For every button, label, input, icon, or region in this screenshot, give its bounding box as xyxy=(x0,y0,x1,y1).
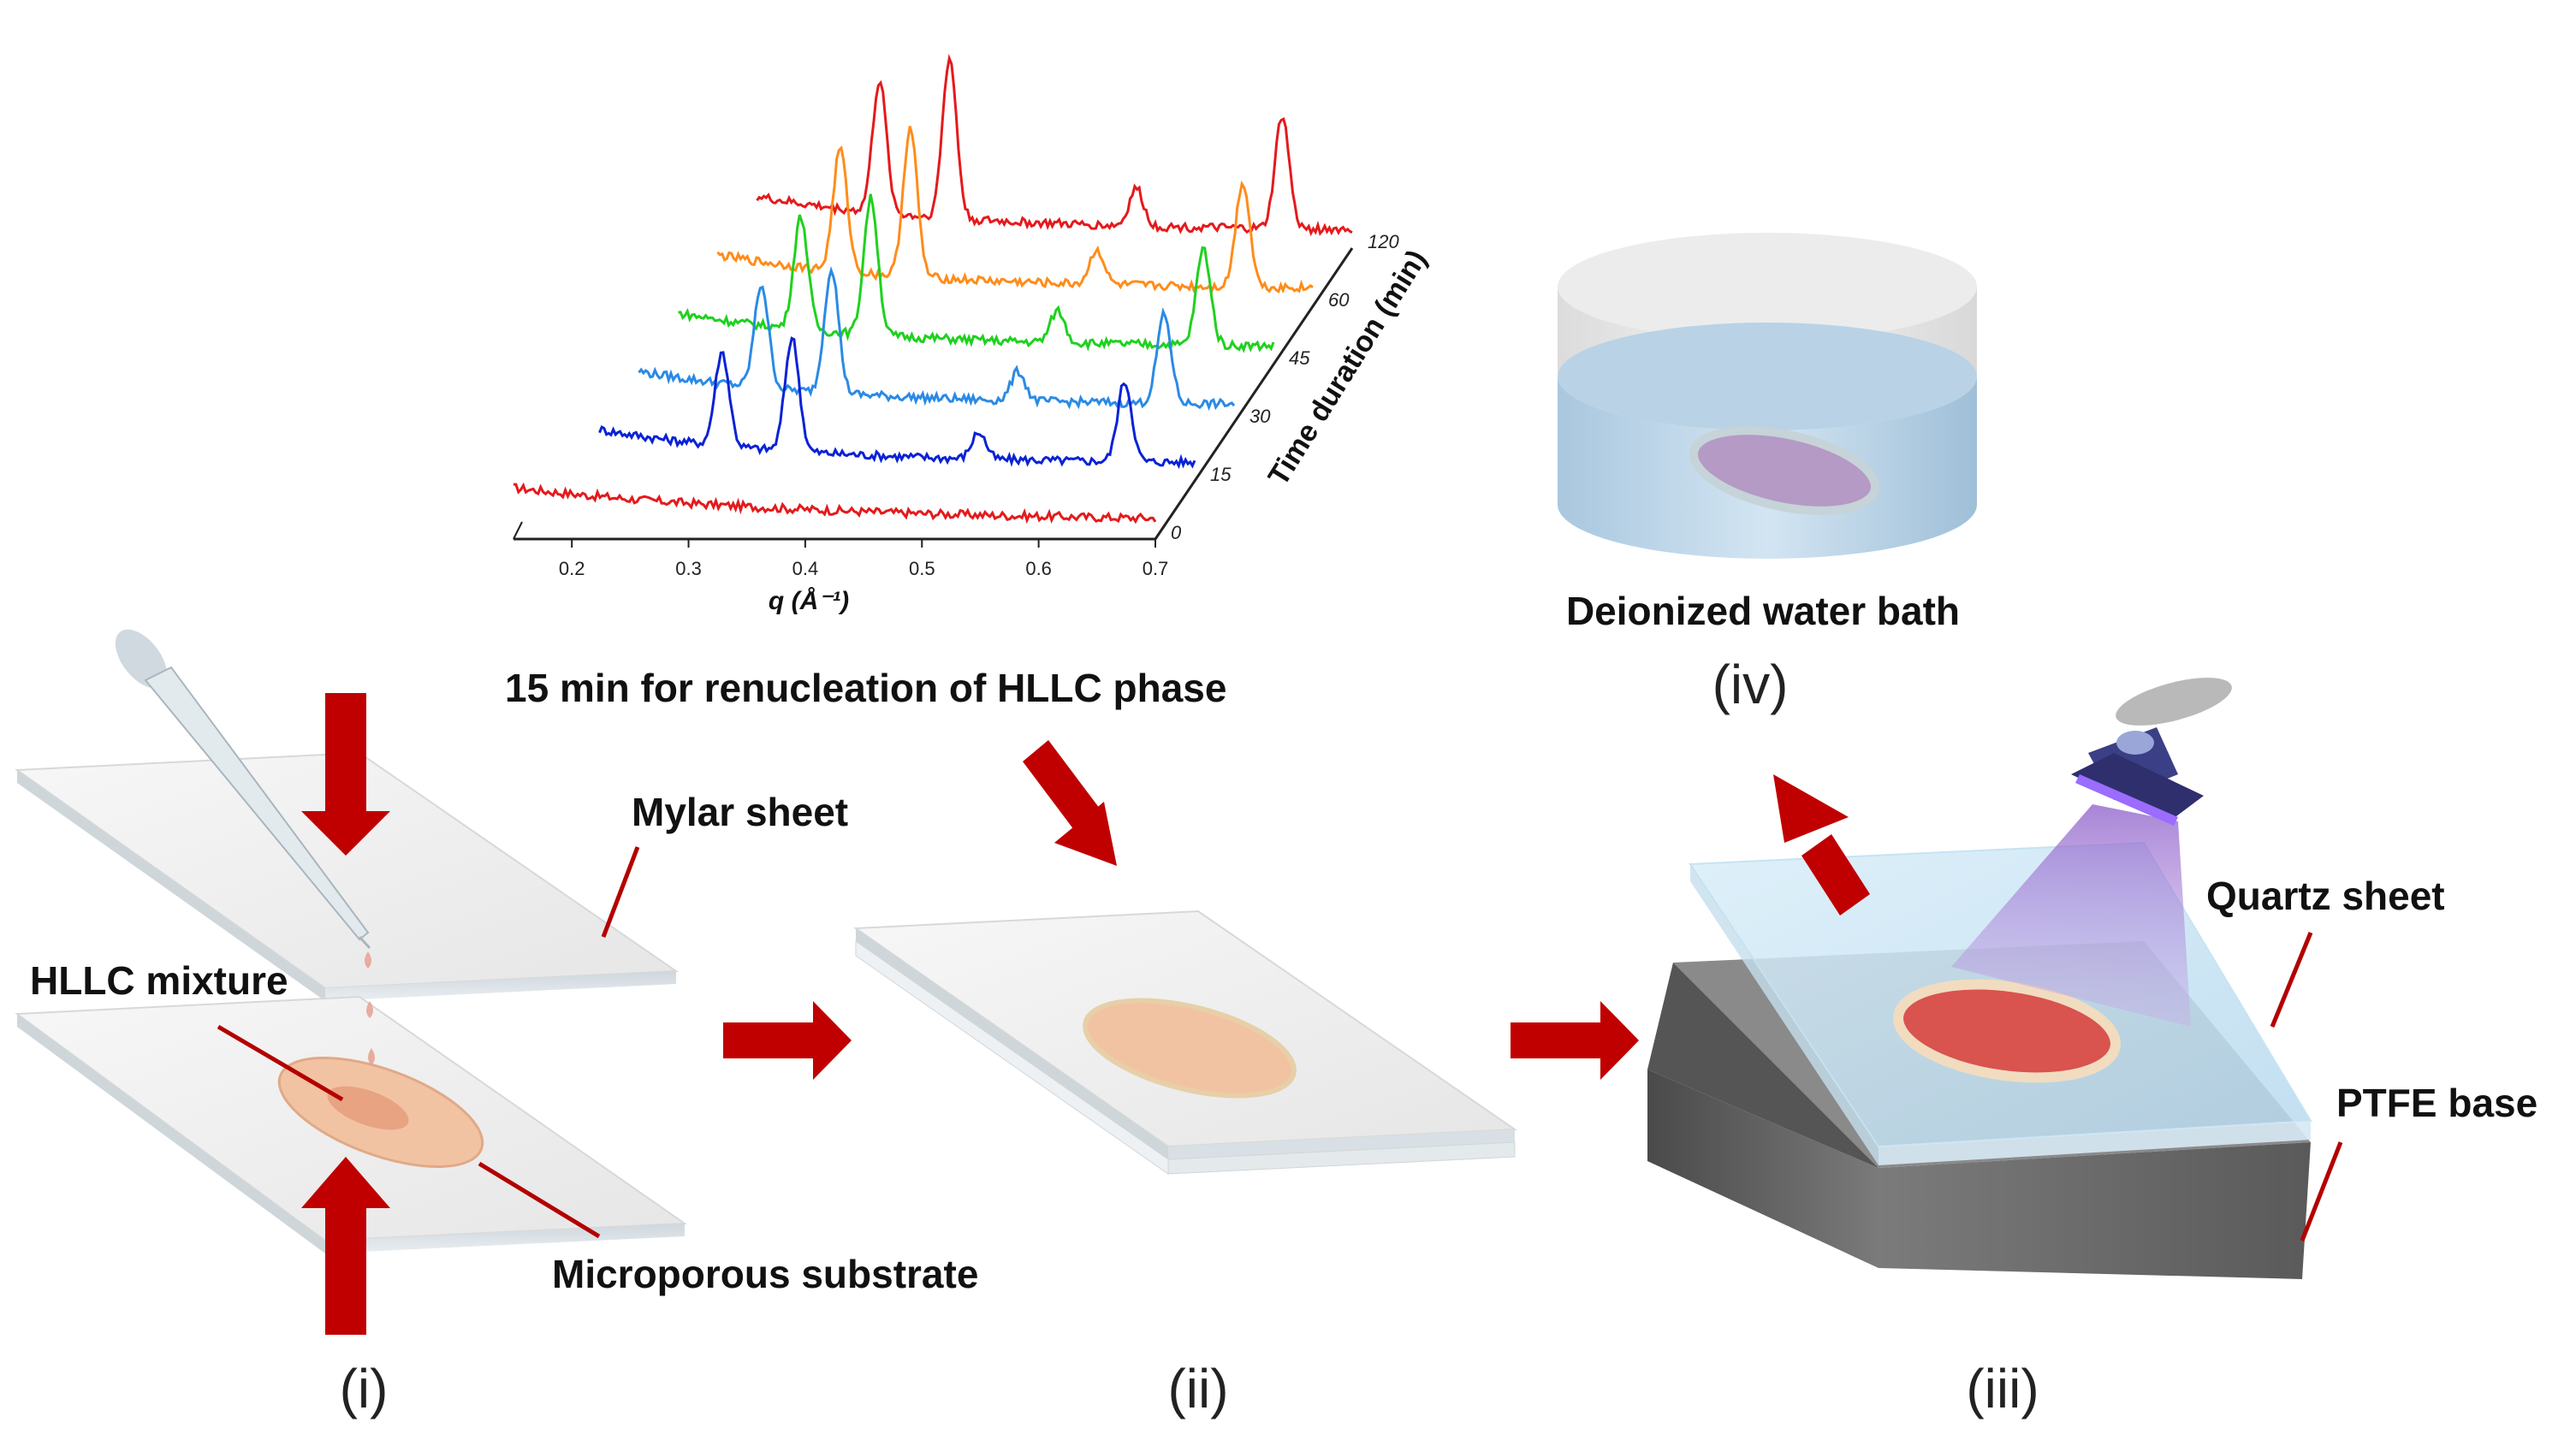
time-tick-label: 0 xyxy=(1171,522,1182,543)
microporous-substrate-label: Microporous substrate xyxy=(552,1252,978,1296)
uv-lamp-icon xyxy=(2071,678,2232,826)
renucleation-label: 15 min for renucleation of HLLC phase xyxy=(505,666,1226,710)
trace-120-min xyxy=(756,53,1353,237)
quartz-sheet-label: Quartz sheet xyxy=(2206,874,2445,918)
time-tick-labels: 0 15 30 45 60 120 xyxy=(1171,231,1399,543)
uv-light-beam xyxy=(1951,804,2191,1027)
arrow-to-ii xyxy=(1023,740,1117,866)
press-down-arrow xyxy=(301,693,390,856)
step-iv-water-bath: Deionized water bath (iv) xyxy=(1558,233,1977,715)
time-tick-label: 45 xyxy=(1289,347,1310,369)
trace-0-min xyxy=(513,482,1157,524)
step-ii-label: (ii) xyxy=(1167,1358,1228,1419)
mylar-leader xyxy=(601,846,640,938)
mylar-sheet-upper xyxy=(15,751,680,1001)
droplet-icon xyxy=(365,951,375,1065)
hllc-film-iv xyxy=(1689,426,1880,515)
time-tick-label: 30 xyxy=(1249,406,1271,427)
arrow-iii-to-iv xyxy=(1773,774,1870,916)
chart-traces xyxy=(513,53,1353,524)
hllc-film-ii xyxy=(1083,998,1297,1099)
ptfe-leader xyxy=(2300,1141,2343,1241)
step-ii-sandwich: (ii) xyxy=(853,910,1517,1419)
x-tick-label: 0.7 xyxy=(1143,558,1169,579)
trace-60-min xyxy=(716,126,1314,294)
pipette-icon xyxy=(115,629,371,950)
x-tick-label: 0.5 xyxy=(909,558,935,579)
time-axis xyxy=(1154,247,1354,540)
left-depth-edge xyxy=(513,521,523,540)
time-tick-label: 60 xyxy=(1328,289,1350,311)
time-axis-label: Time duration (min) xyxy=(1262,245,1433,492)
substrate-leader xyxy=(478,1161,601,1239)
hllc-mixture-leader xyxy=(217,1024,344,1102)
step-iii-photopolymerization: Quartz sheet PTFE base (iii) xyxy=(1647,678,2537,1419)
hllc-film-iii xyxy=(1893,979,2121,1083)
microporous-substrate-sheet xyxy=(15,995,687,1253)
step-i-label: (i) xyxy=(340,1358,389,1419)
arrow-ii-to-iii xyxy=(1511,1001,1639,1080)
x-tick-label: 0.2 xyxy=(559,558,585,579)
x-tick-label: 0.3 xyxy=(675,558,702,579)
quartz-leader xyxy=(2270,932,2313,1028)
trace-30-min xyxy=(638,266,1236,412)
x-tick-label: 0.6 xyxy=(1025,558,1052,579)
step-iii-label: (iii) xyxy=(1966,1358,2039,1419)
ptfe-base-label: PTFE base xyxy=(2336,1081,2537,1125)
x-tick-label: 0.4 xyxy=(792,558,819,579)
trace-45-min xyxy=(678,193,1275,353)
x-axis-label: q (Å⁻¹) xyxy=(769,587,849,615)
time-tick-label: 120 xyxy=(1368,231,1399,252)
time-tick-label: 15 xyxy=(1210,464,1232,485)
chart-axes xyxy=(513,247,1354,541)
x-tick-labels: 0.2 0.3 0.4 0.5 0.6 0.7 xyxy=(559,539,1168,579)
step-iv-label: (iv) xyxy=(1712,654,1789,715)
step-i-assembly: Mylar sheet HLLC mixture Microporous sub… xyxy=(15,629,978,1419)
mylar-sheet-label: Mylar sheet xyxy=(632,790,848,834)
press-up-arrow xyxy=(301,1157,390,1335)
hllc-mixture-label: HLLC mixture xyxy=(30,958,288,1003)
arrow-i-to-ii xyxy=(723,1001,852,1080)
trace-15-min xyxy=(598,336,1196,470)
hllc-mixture-core xyxy=(327,1086,409,1130)
deionized-water-label: Deionized water bath xyxy=(1566,589,1960,633)
water-surface xyxy=(1558,323,1977,430)
